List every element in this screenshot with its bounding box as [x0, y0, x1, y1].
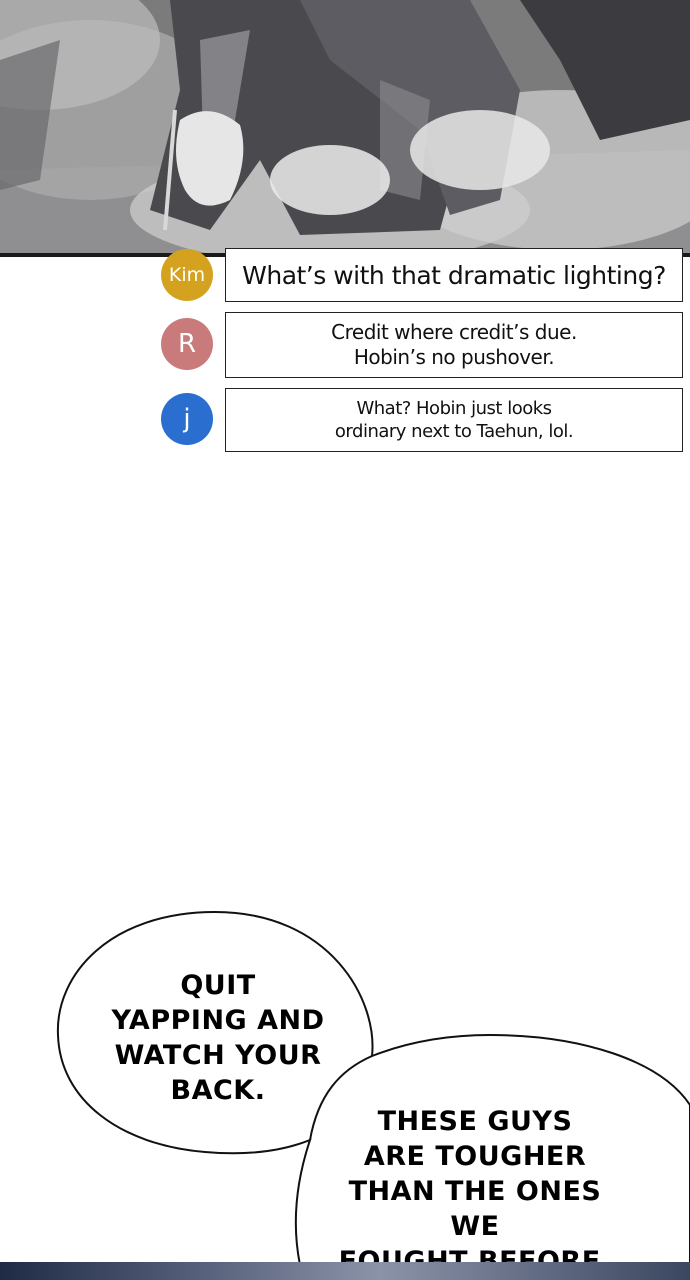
comment-box: Credit where credit’s due. Hobin’s no pu…: [225, 312, 683, 378]
speech-line: THESE GUYS: [377, 1106, 573, 1137]
comment-box: What? Hobin just looks ordinary next to …: [225, 388, 683, 452]
speech-line: THAN THE ONES WE: [348, 1176, 602, 1242]
avatar-text: j: [183, 404, 191, 434]
avatar: j: [161, 393, 213, 445]
speech-line: YAPPING AND: [111, 1005, 325, 1036]
comment-line: ordinary next to Taehun, lol.: [334, 421, 574, 442]
speech-bubble-text: QUIT YAPPING AND WATCH YOUR BACK.: [100, 968, 336, 1108]
comic-panel-top: [0, 0, 690, 256]
comment-row: R Credit where credit’s due. Hobin’s no …: [0, 312, 690, 378]
avatar-text: R: [177, 329, 197, 359]
smoke-fight-illustration: [0, 0, 690, 256]
avatar: Kim: [161, 249, 213, 301]
speech-line: BACK.: [170, 1075, 266, 1106]
comment-line: Credit where credit’s due.: [331, 320, 577, 344]
speech-bubble-text: THESE GUYS ARE TOUGHER THAN THE ONES WE …: [320, 1104, 630, 1279]
avatar-text: Kim: [168, 264, 206, 286]
comment-row: Kim What’s with that dramatic lighting?: [0, 248, 690, 302]
avatar: R: [161, 318, 213, 370]
comic-panel-bottom: [0, 1262, 690, 1280]
comment-box: What’s with that dramatic lighting?: [225, 248, 683, 302]
comment-line: What? Hobin just looks: [356, 398, 552, 419]
comment-line: Hobin’s no pushover.: [353, 345, 555, 369]
comment-row: j What? Hobin just looks ordinary next t…: [0, 388, 690, 452]
comment-line: What’s with that dramatic lighting?: [242, 260, 666, 290]
speech-line: WATCH YOUR: [114, 1040, 322, 1071]
speech-bubble-shape: [56, 910, 690, 1266]
speech-line: QUIT: [180, 970, 256, 1001]
speech-line: ARE TOUGHER: [363, 1141, 587, 1172]
